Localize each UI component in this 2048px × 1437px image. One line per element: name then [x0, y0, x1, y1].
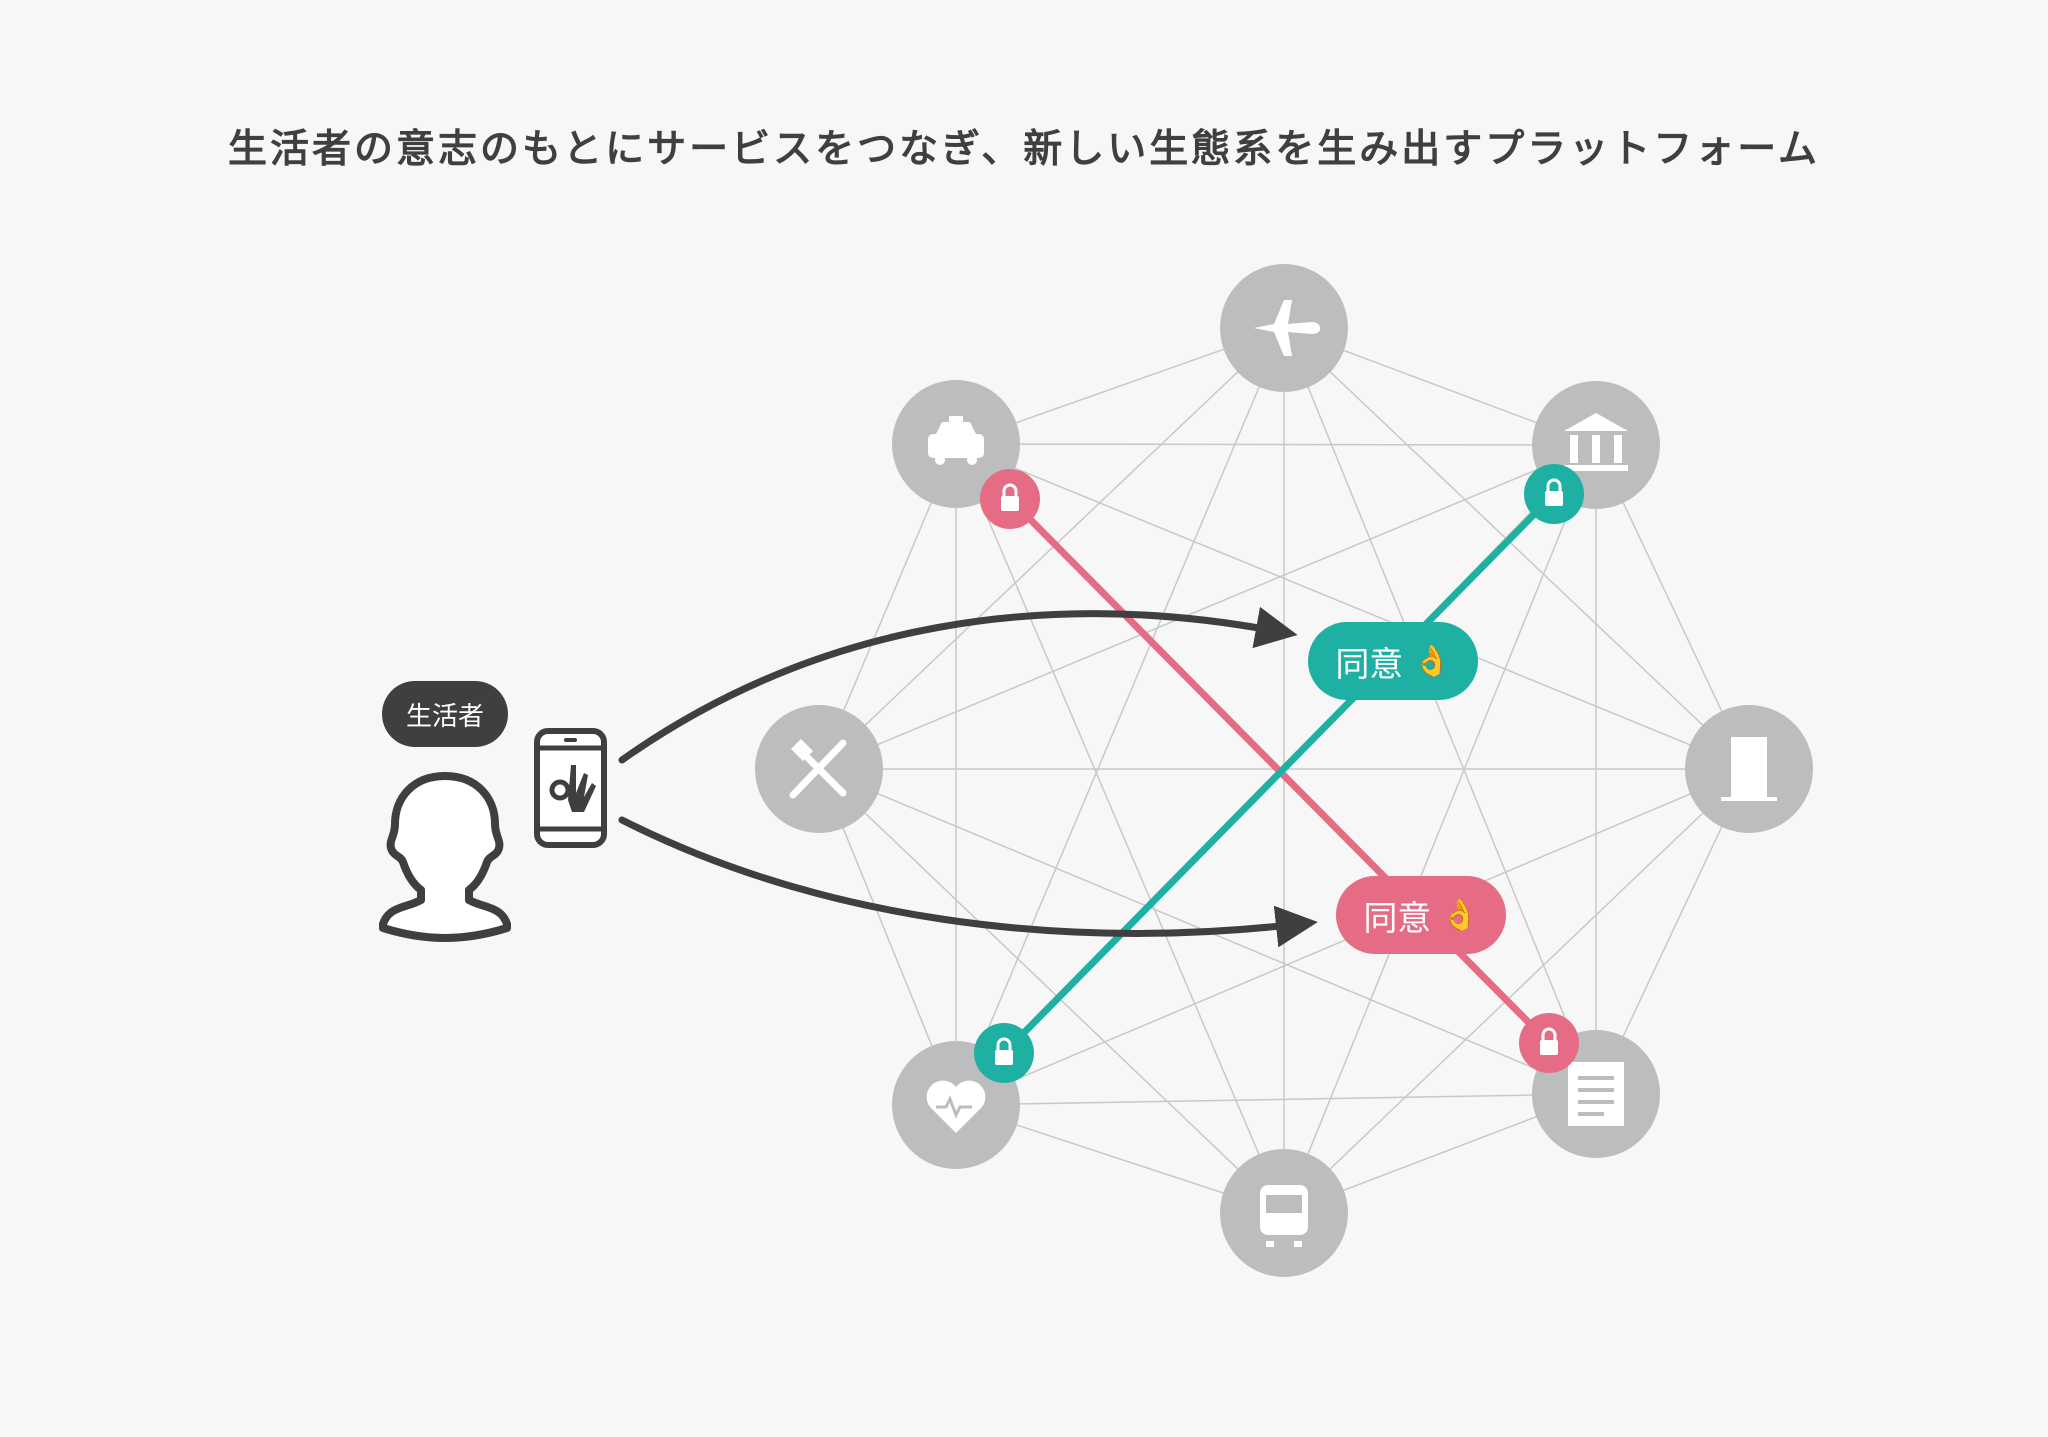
- network-edge: [955, 327, 1285, 1106]
- network-edge: [955, 1093, 1597, 1106]
- lock-icon: [1519, 1013, 1579, 1073]
- lock-icon: [974, 1023, 1034, 1083]
- teal-consent-badge: 同意 👌: [1308, 622, 1478, 700]
- bank-icon: [1564, 413, 1628, 471]
- network-edge: [955, 443, 1285, 1214]
- teal-consent-line: [1001, 491, 1557, 1056]
- service-node-taxi: [892, 380, 1020, 508]
- airplane-icon: [1254, 300, 1321, 356]
- office-building-icon: [1721, 737, 1777, 801]
- network-edge: [818, 768, 1285, 1214]
- pink-consent-badge: 同意 👌: [1336, 876, 1506, 954]
- ok-hand-icon: 👌: [1413, 643, 1451, 679]
- arrow-to-teal-consent: [618, 606, 1298, 764]
- service-node-bus: [1220, 1149, 1348, 1277]
- ok-hand-icon: 👌: [1441, 897, 1479, 933]
- health-heart-icon: [926, 1080, 986, 1133]
- document-icon: [1568, 1062, 1624, 1126]
- ok-hand-icon: [549, 765, 596, 812]
- lock-icon: [1524, 464, 1584, 524]
- service-node-airplane: [1220, 264, 1348, 392]
- network-edge: [818, 444, 1597, 770]
- network-edge: [1283, 768, 1750, 1214]
- smartphone-icon: [534, 728, 607, 848]
- network-edge: [955, 443, 1750, 770]
- network-edge: [1283, 444, 1597, 1214]
- network-edge: [818, 327, 1285, 770]
- taxi-icon: [928, 416, 984, 465]
- person-label: 生活者: [382, 681, 508, 747]
- restaurant-icon: [789, 739, 847, 799]
- consent-label: 同意: [1363, 898, 1432, 939]
- network-edge: [1283, 327, 1597, 1095]
- person-icon: [379, 772, 511, 942]
- network-edge: [1283, 327, 1750, 770]
- service-node-office-building: [1685, 705, 1813, 833]
- network-edge: [955, 443, 1597, 446]
- arrow-to-pink-consent: [618, 816, 1318, 948]
- lock-icon: [980, 469, 1040, 529]
- service-node-restaurant: [755, 705, 883, 833]
- bus-icon: [1260, 1185, 1308, 1247]
- page-title: 生活者の意志のもとにサービスをつなぎ、新しい生態系を生み出すプラットフォーム: [227, 127, 1821, 172]
- consent-label: 同意: [1335, 644, 1404, 685]
